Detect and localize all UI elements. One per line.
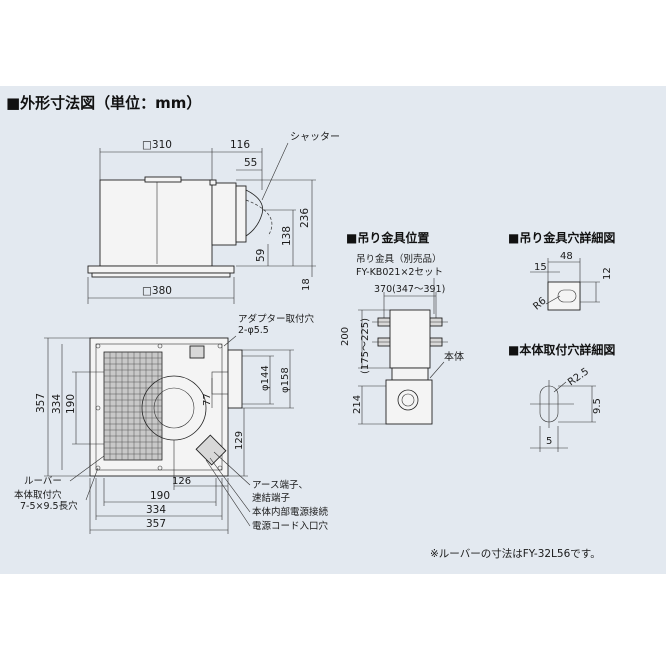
hanger-position-heading: ■吊り金具位置	[346, 230, 429, 245]
plan-duct	[227, 349, 243, 409]
dim-48: 48	[560, 251, 573, 262]
hanger-body	[389, 309, 431, 369]
dim-200: 200	[340, 327, 351, 346]
dim-158: φ158	[280, 367, 291, 393]
internal-power-label: 本体内部電源接続	[252, 506, 329, 518]
hanger-slot	[557, 289, 577, 303]
dim-r25: R2.5	[566, 366, 591, 388]
dim-95: 9.5	[592, 398, 603, 414]
louver-label: ルーバー	[24, 476, 62, 487]
hanger-hole-detail: ■吊り金具穴詳細図 48 15 12 R6	[508, 230, 615, 313]
dim-15: 15	[534, 262, 547, 273]
drawing-panel	[0, 86, 666, 574]
dim-55: 55	[244, 157, 257, 169]
hanger-label: 吊り金具（別売品）	[356, 253, 442, 265]
front-body	[99, 179, 213, 267]
front-duct	[211, 182, 237, 246]
dim-370: 370(347～391)	[374, 284, 445, 295]
hanger-hole-heading: ■吊り金具穴詳細図	[508, 230, 615, 245]
body-hole-heading: ■本体取付穴詳細図	[508, 342, 615, 357]
dim-129: 129	[234, 431, 245, 450]
front-flange	[87, 265, 235, 274]
body-hole-detail: ■本体取付穴詳細図 R2.5 9.5 5	[508, 342, 615, 452]
front-view: □310 116 55 シャッター 236 138 59 18 □380	[87, 131, 340, 304]
hanger-position-view: ■吊り金具位置 吊り金具（別売品） FY-KB021×2セット 370(347～…	[340, 230, 464, 425]
dim-310: □310	[142, 139, 172, 151]
mount-hole-label: 本体取付穴	[14, 489, 62, 501]
dim-236: 236	[299, 208, 311, 228]
dim-200-range: (175～225)	[360, 318, 371, 374]
louver-mesh	[104, 352, 162, 460]
body-label: 本体	[444, 350, 464, 363]
dim-190-left: 190	[65, 394, 77, 414]
terminal-block	[195, 434, 227, 466]
mount-hole-spec: 7-5×9.5長穴	[20, 500, 78, 512]
quick-terminal-label: 速結端子	[252, 492, 291, 504]
dim-334-left: 334	[51, 394, 63, 414]
dim-5: 5	[546, 436, 552, 447]
dim-380: □380	[142, 285, 172, 297]
dim-126: 126	[172, 476, 191, 487]
adapter-hole-spec: 2-φ5.5	[238, 325, 269, 336]
dim-r6: R6	[531, 296, 548, 313]
shutter-label: シャッター	[290, 131, 340, 143]
hanger-bracket-plate	[547, 281, 581, 311]
cord-entry-label: 電源コード入口穴	[252, 520, 329, 532]
footnote: ※ルーバーの寸法はFY-32L56です。	[430, 547, 601, 560]
dim-190-bottom: 190	[150, 490, 170, 502]
dim-144: φ144	[260, 365, 271, 391]
dim-116: 116	[230, 139, 250, 151]
shutter-flap	[245, 189, 264, 237]
dim-214: 214	[352, 395, 363, 414]
dim-334-bottom: 334	[146, 504, 166, 516]
dim-357-bottom: 357	[146, 518, 166, 530]
dim-77: 77	[202, 393, 213, 406]
drawing-title: ■外形寸法図（単位：mm）	[6, 94, 201, 112]
adapter-hole-label: アダプター取付穴	[238, 313, 315, 325]
dim-357-left: 357	[35, 393, 47, 413]
dim-138: 138	[281, 226, 293, 246]
plan-view: アダプター取付穴 2-φ5.5 357 334 190 77 φ144 φ158…	[14, 313, 329, 534]
earth-terminal-label: アース端子、	[252, 479, 308, 491]
dim-59: 59	[255, 249, 267, 262]
dim-18: 18	[301, 278, 312, 291]
dim-12: 12	[602, 267, 613, 280]
hanger-model: FY-KB021×2セット	[356, 267, 443, 278]
